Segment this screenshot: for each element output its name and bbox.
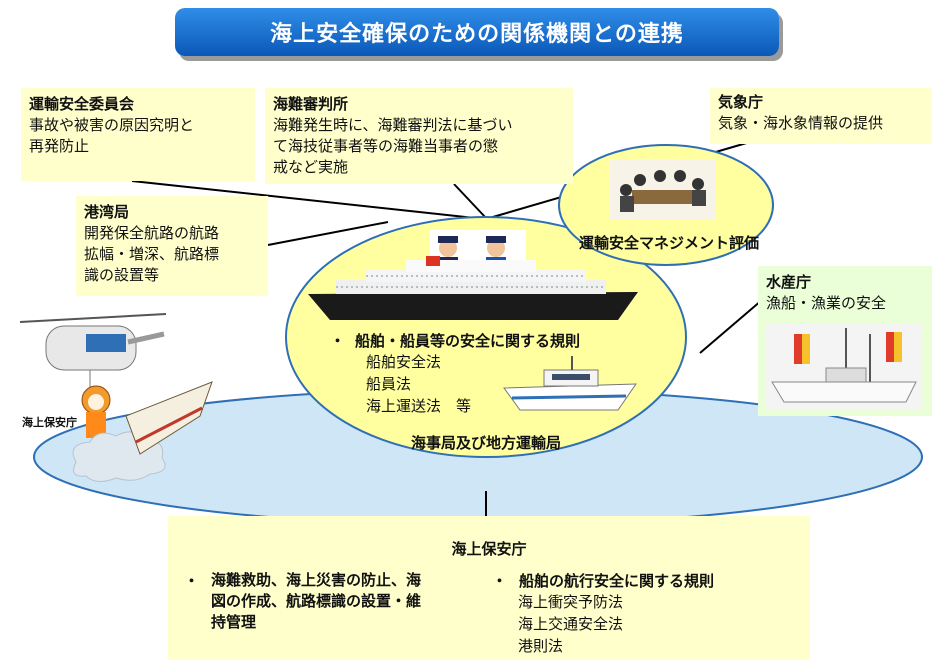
center-regulations: ・ 船舶・船員等の安全に関する規則 船舶安全法 船員法 海上運送法 等 <box>330 330 660 417</box>
coast-guard-right-bullet: ・ <box>492 572 508 590</box>
coast-guard-small-label: 海上保安庁 <box>22 416 77 429</box>
fishing-boat-image <box>766 324 922 410</box>
coast-guard-left-line: 図の作成、航路標識の設置・維 <box>211 592 422 610</box>
motor-yacht-image <box>503 356 637 411</box>
line-tribunal <box>453 183 487 219</box>
jtsb-desc: 事故や被害の原因究明と 再発防止 <box>29 115 247 157</box>
rescue-scene-image <box>19 313 213 482</box>
ports-desc-line: 識の設置等 <box>84 266 160 284</box>
center-heading: 船舶・船員等の安全に関する規則 <box>355 332 581 350</box>
center-bullet: ・ <box>330 332 346 350</box>
ports-desc-line: 開発保全航路の航路 <box>84 224 220 242</box>
jma-note: 気象庁 気象・海水象情報の提供 <box>710 88 932 144</box>
tribunal-desc-line: 海難発生時に、海難審判法に基づい <box>273 116 513 134</box>
jtsb-note: 運輸安全委員会 事故や被害の原因究明と 再発防止 <box>21 88 255 181</box>
tribunal-desc-line: 戒など実施 <box>273 158 349 176</box>
jtsb-desc-line: 再発防止 <box>29 137 90 155</box>
ports-name: 港湾局 <box>84 203 130 221</box>
jma-desc: 気象・海水象情報の提供 <box>718 114 884 132</box>
cruise-ship-image <box>308 256 638 320</box>
coast-guard-left: ・ 海難救助、海上災害の防止、海 図の作成、航路標識の設置・維 持管理 <box>184 570 480 633</box>
sea-label: 海事局及び地方運輸局 <box>410 434 561 452</box>
coast-guard-left-line: 海難救助、海上災害の防止、海 <box>211 571 422 589</box>
coast-guard-right-item: 海上衝突予防法 <box>518 593 624 611</box>
jma-name: 気象庁 <box>718 93 764 111</box>
coast-guard-right-item: 海上交通安全法 <box>518 615 624 633</box>
center-item: 船員法 <box>366 375 412 393</box>
fisheries-desc: 漁船・漁業の安全 <box>766 294 887 312</box>
meeting-image <box>610 160 715 220</box>
center-heading-row: ・ 船舶・船員等の安全に関する規則 <box>330 330 660 351</box>
fisheries-name: 水産庁 <box>766 273 812 291</box>
line-ports <box>267 221 389 246</box>
coast-guard-right-item: 港則法 <box>518 637 564 655</box>
line-jtsb <box>131 180 485 220</box>
jtsb-desc-line: 事故や被害の原因究明と <box>29 116 195 134</box>
coast-guard-left-line: 持管理 <box>211 613 257 631</box>
jtsb-name: 運輸安全委員会 <box>29 95 135 113</box>
center-item: 船舶安全法 <box>366 353 442 371</box>
ports-desc-line: 拡幅・増深、航路標 <box>84 245 220 263</box>
fisheries-note: 水産庁 漁船・漁業の安全 <box>758 266 932 416</box>
coast-guard-left-bullet: ・ <box>184 572 200 590</box>
coast-guard-right-heading: 船舶の航行安全に関する規則 <box>519 572 715 590</box>
line-fisheries <box>699 299 763 354</box>
page-title: 海上安全確保のための関係機関との連携 <box>175 8 779 56</box>
ports-note: 港湾局 開発保全航路の航路 拡幅・増深、航路標 識の設置等 <box>76 196 268 296</box>
tribunal-desc-line: て海技従事者等の海難当事者の懲 <box>273 137 499 155</box>
tribunal-note: 海難審判所 海難発生時に、海難審判法に基づい て海技従事者等の海難当事者の懲 戒… <box>265 88 573 184</box>
coast-guard-title: 海上保安庁 <box>451 540 527 558</box>
coast-guard-box: 海上保安庁 ・ 海難救助、海上災害の防止、海 図の作成、航路標識の設置・維 持管… <box>168 516 810 660</box>
coast-guard-right: ・ 船舶の航行安全に関する規則 海上衝突予防法 海上交通安全法 港則法 <box>492 570 802 657</box>
management-label: 運輸安全マネジメント評価 <box>578 234 759 252</box>
tribunal-name: 海難審判所 <box>273 95 349 113</box>
center-item: 海上運送法 等 <box>366 397 472 415</box>
